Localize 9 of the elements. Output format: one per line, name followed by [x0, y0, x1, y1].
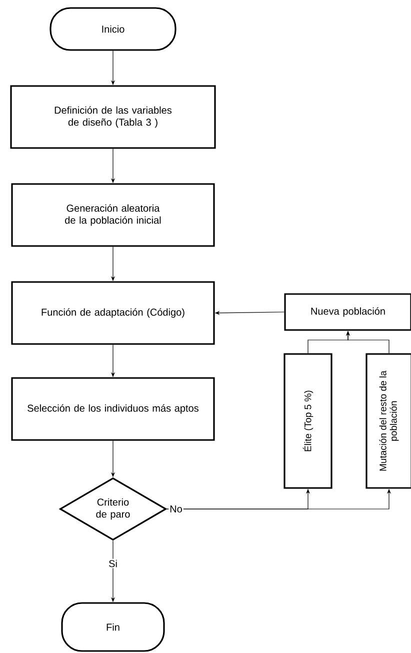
process-box: Mutación del resto de la población [366, 353, 411, 489]
process-box: Élite (Top 5 %) [284, 353, 332, 489]
process-box: Generación aleatoria de la población inicial [11, 183, 215, 247]
process-box: Definición de las variables de diseño (Tabla 3 ) [10, 85, 216, 149]
edge-label: No [168, 504, 184, 514]
edge-label: Si [108, 558, 118, 568]
process-box: Nueva población [284, 293, 411, 331]
process-box: Función de adaptación (Código) [11, 281, 215, 345]
process-box: Selección de los individuos más aptos [11, 377, 215, 441]
